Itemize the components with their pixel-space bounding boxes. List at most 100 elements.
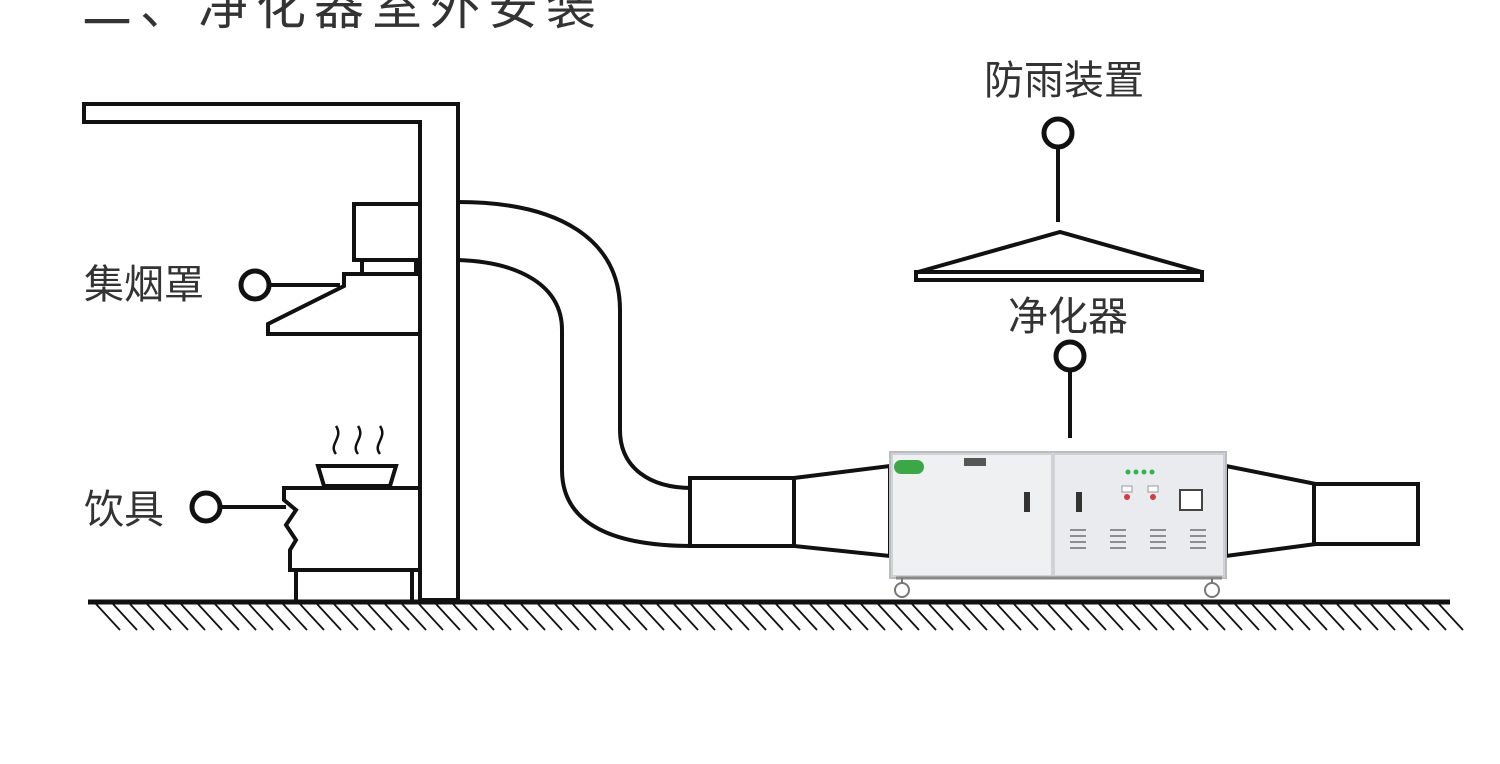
ground-hatch-line <box>792 603 818 631</box>
brand-logo-icon <box>894 460 924 474</box>
ground-hatch-line <box>979 603 1005 631</box>
ground-hatch-line <box>1149 603 1175 631</box>
hood-callout: 集烟罩 <box>84 262 340 308</box>
ground-hatch-line <box>911 603 937 631</box>
purifier-unit-icon <box>889 451 1227 598</box>
ground-hatch-line <box>809 603 835 631</box>
indicator-light-icon <box>1125 469 1131 475</box>
ground-hatch-line <box>622 603 648 631</box>
ground-hatch-line <box>1404 603 1430 631</box>
ground-hatch-line <box>418 603 444 631</box>
ground-hatch-line <box>1319 603 1345 631</box>
ground-hatch-line <box>146 603 172 631</box>
meter-icon <box>1179 489 1203 511</box>
ground-hatch-line <box>265 603 291 631</box>
ground-hatch-line <box>843 603 869 631</box>
ground-hatch-line <box>95 603 121 631</box>
purifier-label: 净化器 <box>1008 294 1128 340</box>
ground-hatch-line <box>180 603 206 631</box>
ground-hatch-line <box>214 603 240 631</box>
rain-cover-callout: 防雨装置 <box>984 58 1144 222</box>
ground-hatch-line <box>520 603 546 631</box>
ground-hatch-line <box>197 603 223 631</box>
ground-hatch-line <box>333 603 359 631</box>
duct-icon <box>457 200 892 559</box>
ground-hatch-line <box>1030 603 1056 631</box>
ground-hatch-line <box>129 603 155 631</box>
rain-cover-label: 防雨装置 <box>984 58 1144 104</box>
ground-hatch-line <box>1268 603 1294 631</box>
ground-hatch-line <box>741 603 767 631</box>
ground-hatch-line <box>1285 603 1311 631</box>
ground-hatch-line <box>1421 603 1447 631</box>
ground-hatch-line <box>571 603 597 631</box>
purifier-callout: 净化器 <box>1008 294 1128 438</box>
ground-hatch-line <box>1302 603 1328 631</box>
ground-hatch-line <box>758 603 784 631</box>
ground-hatch-line <box>1183 603 1209 631</box>
ground-hatch-line <box>435 603 461 631</box>
range-hood-icon <box>266 202 422 336</box>
ground-hatch-line <box>826 603 852 631</box>
ground-icon <box>88 599 1464 631</box>
ground-hatch-line <box>1200 603 1226 631</box>
ground-hatch-line <box>1387 603 1413 631</box>
ground-hatch-line <box>962 603 988 631</box>
ground-hatch-line <box>1166 603 1192 631</box>
ground-hatch-line <box>299 603 325 631</box>
ground-hatch-line <box>1370 603 1396 631</box>
ground-hatch-line <box>775 603 801 631</box>
ground-hatch-line <box>1217 603 1243 631</box>
ground-hatch-line <box>894 603 920 631</box>
ground-hatch-line <box>1047 603 1073 631</box>
ground-hatch-line <box>1353 603 1379 631</box>
ground-hatch-line <box>163 603 189 631</box>
ground-hatch-line <box>503 603 529 631</box>
ground-hatch-line <box>469 603 495 631</box>
ground-hatch-line <box>673 603 699 631</box>
callout-marker-icon <box>1041 116 1075 150</box>
ground-hatch-line <box>1234 603 1260 631</box>
ground-hatch-line <box>316 603 342 631</box>
ground-hatch-line <box>1132 603 1158 631</box>
callout-marker-icon <box>189 490 223 524</box>
ground-hatch-line <box>231 603 257 631</box>
ground-hatch-line <box>401 603 427 631</box>
ground-hatch-line <box>860 603 886 631</box>
ground-hatch-line <box>1251 603 1277 631</box>
ground-hatch-line <box>928 603 954 631</box>
ground-hatch-line <box>367 603 393 631</box>
ground-hatch-line <box>1336 603 1362 631</box>
ground-hatch-line <box>282 603 308 631</box>
outlet-duct-icon <box>1224 463 1420 559</box>
ground-hatch-line <box>1064 603 1090 631</box>
stove-icon <box>282 425 422 600</box>
ground-hatch-line <box>248 603 274 631</box>
ground-hatch-line <box>1098 603 1124 631</box>
ground-hatch-line <box>554 603 580 631</box>
ground-hatch-line <box>350 603 376 631</box>
ground-hatch-line <box>690 603 716 631</box>
callout-marker-icon <box>238 268 272 302</box>
stove-callout: 饮具 <box>84 487 286 533</box>
ground-hatch-line <box>707 603 733 631</box>
ground-hatch-line <box>1081 603 1107 631</box>
ground-hatch-line <box>452 603 478 631</box>
callout-marker-icon <box>1053 339 1087 373</box>
rain-cover-icon <box>914 229 1204 282</box>
ground-hatch-line <box>1115 603 1141 631</box>
hood-label: 集烟罩 <box>84 262 204 308</box>
stove-label: 饮具 <box>84 487 164 533</box>
ground-hatch-line <box>384 603 410 631</box>
ground-hatch-line <box>605 603 631 631</box>
page-title: 二、净化器室外安装 <box>82 0 604 36</box>
ground-hatch-line <box>656 603 682 631</box>
ground-hatch-line <box>724 603 750 631</box>
ground-hatch-line <box>1013 603 1039 631</box>
ground-hatch-line <box>996 603 1022 631</box>
ground-hatch-line <box>486 603 512 631</box>
ground-hatch-line <box>112 603 138 631</box>
ground-hatch-line <box>537 603 563 631</box>
ground-hatch-line <box>639 603 665 631</box>
